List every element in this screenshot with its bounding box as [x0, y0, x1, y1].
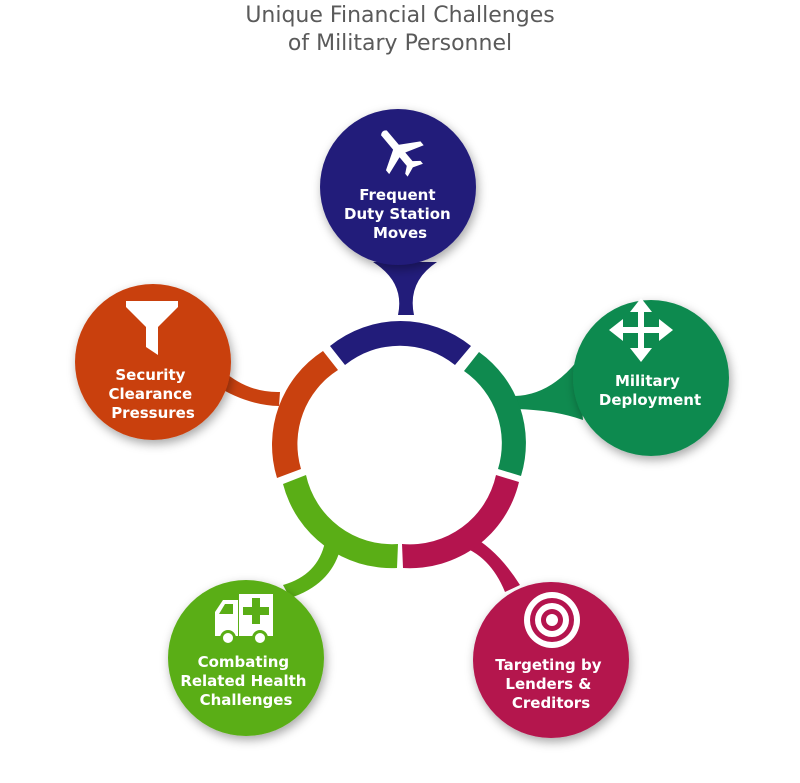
label-line: Challenges	[200, 691, 293, 709]
label-line: Combating	[198, 653, 290, 671]
funnel-icon	[126, 301, 178, 355]
label-line: Creditors	[512, 694, 590, 712]
label-targeting: Targeting by Lenders & Creditors	[495, 656, 606, 712]
connector-security	[215, 370, 280, 406]
label-line: Related Health	[180, 672, 306, 690]
node-military-deployment: Military Deployment	[464, 298, 729, 476]
node-frequent-moves: Frequent Duty Station Moves	[320, 109, 476, 365]
ambulance-icon	[215, 594, 273, 646]
title-line-2: of Military Personnel	[287, 31, 513, 56]
title-line-1: Unique Financial Challenges	[245, 3, 555, 28]
label-line: Clearance	[109, 385, 193, 403]
connector-military-deployment	[515, 360, 583, 420]
ring-segment-military-deployment	[464, 352, 526, 476]
label-frequent-moves: Frequent Duty Station Moves	[344, 186, 456, 242]
label-health: Combating Related Health Challenges	[180, 653, 311, 709]
label-line: Deployment	[599, 391, 701, 409]
bubble-targeting	[473, 582, 629, 738]
bubble-frequent-moves	[320, 109, 476, 265]
node-targeting: Targeting by Lenders & Creditors	[402, 475, 629, 738]
ring-segment-health	[283, 475, 398, 569]
connector-targeting	[458, 535, 520, 592]
label-line: Duty Station	[344, 205, 451, 223]
ring-segment-security	[272, 351, 338, 478]
target-icon	[524, 592, 580, 648]
label-line: Targeting by	[495, 656, 601, 674]
label-line: Security	[115, 366, 185, 384]
bubble-security	[75, 284, 231, 440]
label-line: Moves	[373, 224, 427, 242]
label-line: Lenders &	[505, 675, 591, 693]
label-line: Frequent	[359, 186, 435, 204]
airplane-icon	[381, 130, 424, 177]
label-line: Pressures	[111, 404, 195, 422]
label-military-deployment: Military Deployment	[599, 372, 701, 409]
connector-health	[283, 542, 340, 598]
label-security: Security Clearance Pressures	[109, 366, 198, 422]
node-security: Security Clearance Pressures	[75, 284, 338, 478]
bubble-health	[168, 580, 324, 736]
ring-segment-frequent-moves	[330, 321, 471, 365]
node-health: Combating Related Health Challenges	[168, 475, 398, 736]
connector-frequent-moves	[373, 262, 437, 315]
label-line: Military	[615, 372, 680, 390]
diagram-title: Unique Financial Challenges of Military …	[0, 2, 800, 58]
move-arrows-icon	[609, 298, 673, 362]
ring-segment-targeting	[402, 475, 519, 569]
bubble-military-deployment	[573, 300, 729, 456]
